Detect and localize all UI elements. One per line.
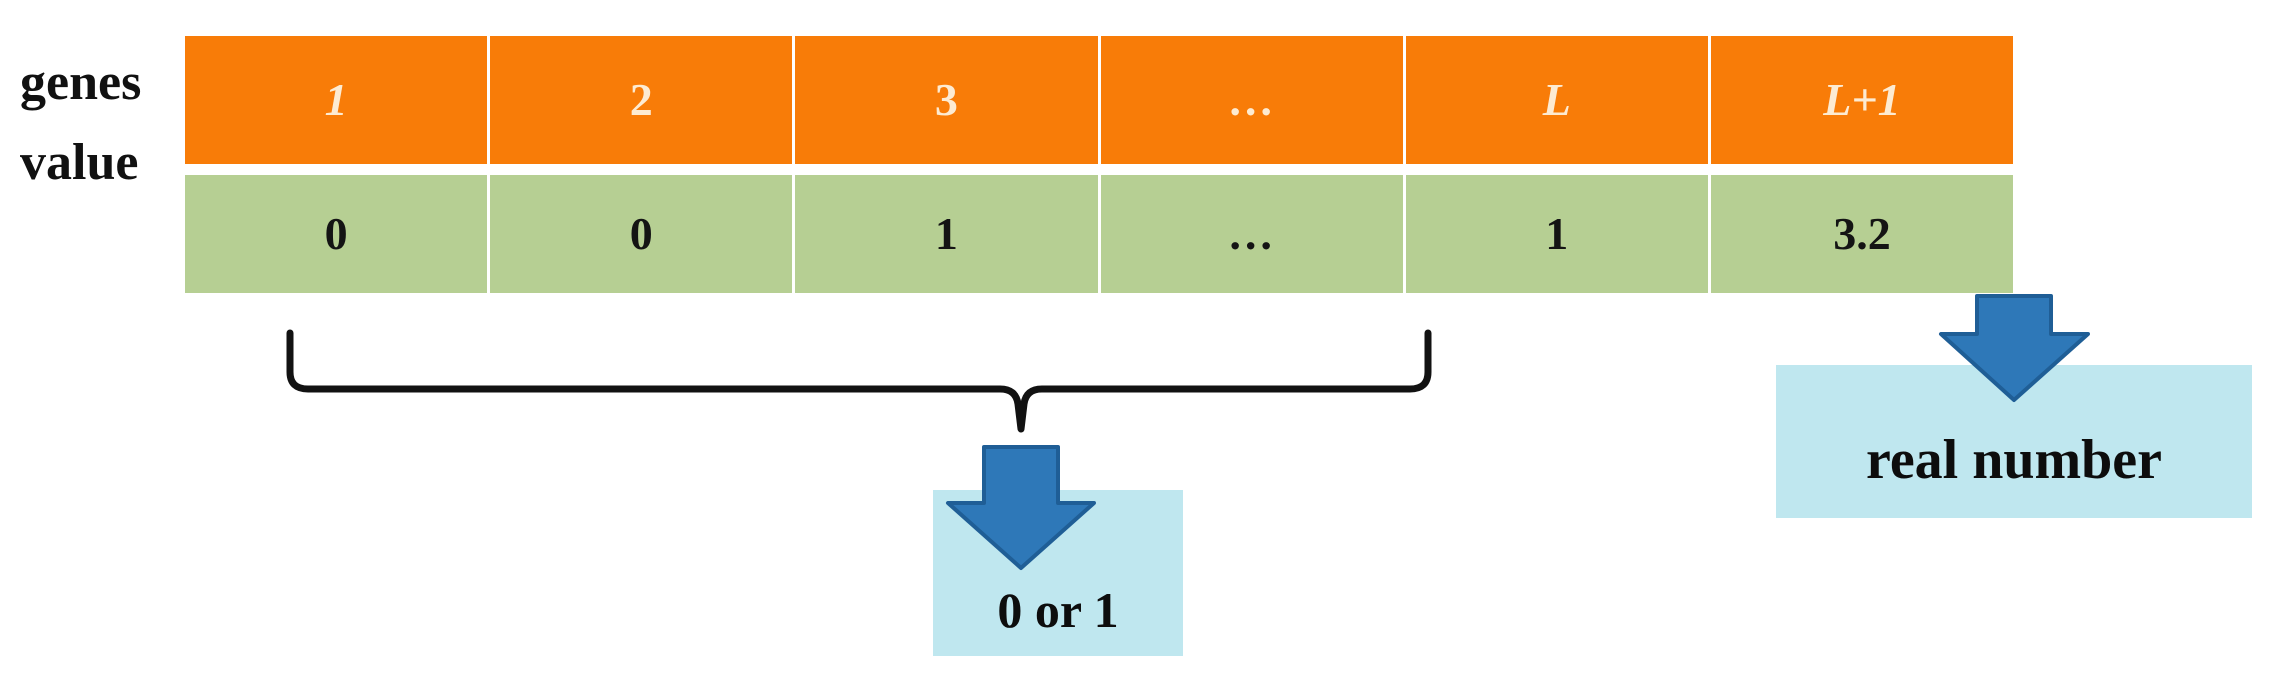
value-cell: 0 (185, 175, 491, 293)
row-label-genes: genes (20, 54, 142, 111)
value-cell: 1 (1405, 175, 1711, 293)
value-cell-label: 1 (934, 208, 958, 259)
down-arrow-binary-icon (946, 445, 1096, 570)
gene-cell-label: L (1542, 74, 1571, 125)
value-cell-label: 1 (1545, 208, 1569, 259)
gene-cell-label: 1 (324, 74, 348, 125)
real-number-result-label: real number (1865, 428, 2163, 491)
value-cell-label: 3.2 (1833, 208, 1891, 259)
value-cell: 1 (795, 175, 1101, 293)
gene-cell-label: 3 (934, 74, 958, 125)
gene-cell-label: … (1227, 74, 1276, 125)
gene-cell: 3 (795, 36, 1101, 164)
down-arrow-real-icon (1939, 294, 2090, 402)
value-cell-label: … (1227, 208, 1276, 259)
gene-cell-label: L+1 (1823, 74, 1901, 125)
value-cell-label: 0 (324, 208, 348, 259)
gene-cell: L (1405, 36, 1711, 164)
gene-cell: L+1 (1710, 36, 2014, 164)
value-cell-label: 0 (629, 208, 653, 259)
gene-cell-label: 2 (629, 74, 653, 125)
chromosome-table: 1 2 3 … L L+1 0 0 1 … 1 3.2 (185, 36, 2014, 293)
value-cell: 0 (490, 175, 796, 293)
gene-cell: 2 (490, 36, 796, 164)
row-label-value: value (20, 134, 139, 191)
gene-cell-ellipsis: … (1100, 36, 1406, 164)
value-cell: 3.2 (1710, 175, 2014, 293)
table-row-genes: 1 2 3 … L L+1 (185, 36, 2014, 164)
value-cell-ellipsis: … (1100, 175, 1406, 293)
gene-cell: 1 (185, 36, 491, 164)
curly-brace (286, 329, 1432, 433)
table-row-value: 0 0 1 … 1 3.2 (185, 175, 2014, 293)
binary-result-label: 0 or 1 (997, 582, 1119, 638)
